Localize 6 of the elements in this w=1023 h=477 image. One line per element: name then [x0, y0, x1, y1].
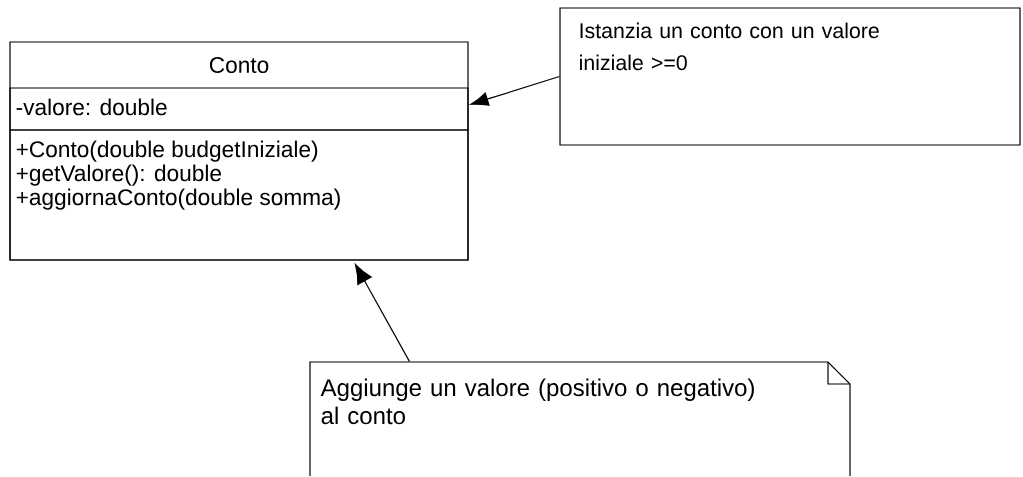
- class-compartment: -valore: double: [9, 87, 469, 131]
- arrow: [354, 264, 410, 362]
- arrow: [470, 75, 560, 106]
- note-box: Istanzia un conto con un valore iniziale >=0: [559, 7, 1021, 146]
- note-box: Aggiunge un valore (positivo o negativo) al conto: [309, 361, 851, 477]
- class-compartment: +Conto(double budgetIniziale) +getValore(): double +aggiornaConto(double somma): [9, 129, 469, 261]
